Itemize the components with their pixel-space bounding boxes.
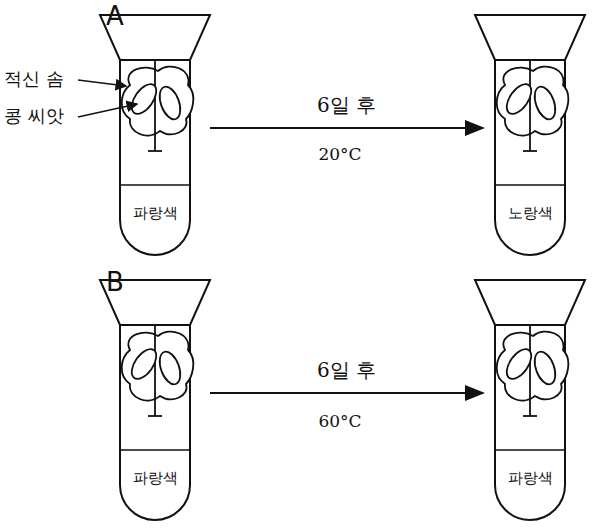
panel-letter: B	[106, 268, 124, 297]
time-arrow	[210, 392, 483, 394]
tube-chamber: 파랑색	[120, 60, 190, 255]
color-result: 파랑색	[508, 468, 553, 488]
panel-letter: A	[106, 2, 124, 31]
annotation-label: 20°C	[318, 145, 361, 164]
annotation-label: 콩 씨앗	[4, 106, 64, 126]
arrow-label: 6일 후	[315, 359, 378, 381]
tube-chamber: 파랑색	[495, 325, 565, 520]
color-result: 노랑색	[508, 203, 553, 223]
tube-chamber: 노랑색	[495, 60, 565, 255]
arrow-label: 6일 후	[315, 94, 378, 116]
tube-chamber: 파랑색	[120, 325, 190, 520]
color-result: 파랑색	[133, 468, 178, 488]
color-result: 파랑색	[133, 203, 178, 223]
annotation-label: 적신 솜	[4, 69, 64, 89]
time-arrow	[210, 127, 483, 129]
annotation-label: 60°C	[318, 412, 361, 431]
